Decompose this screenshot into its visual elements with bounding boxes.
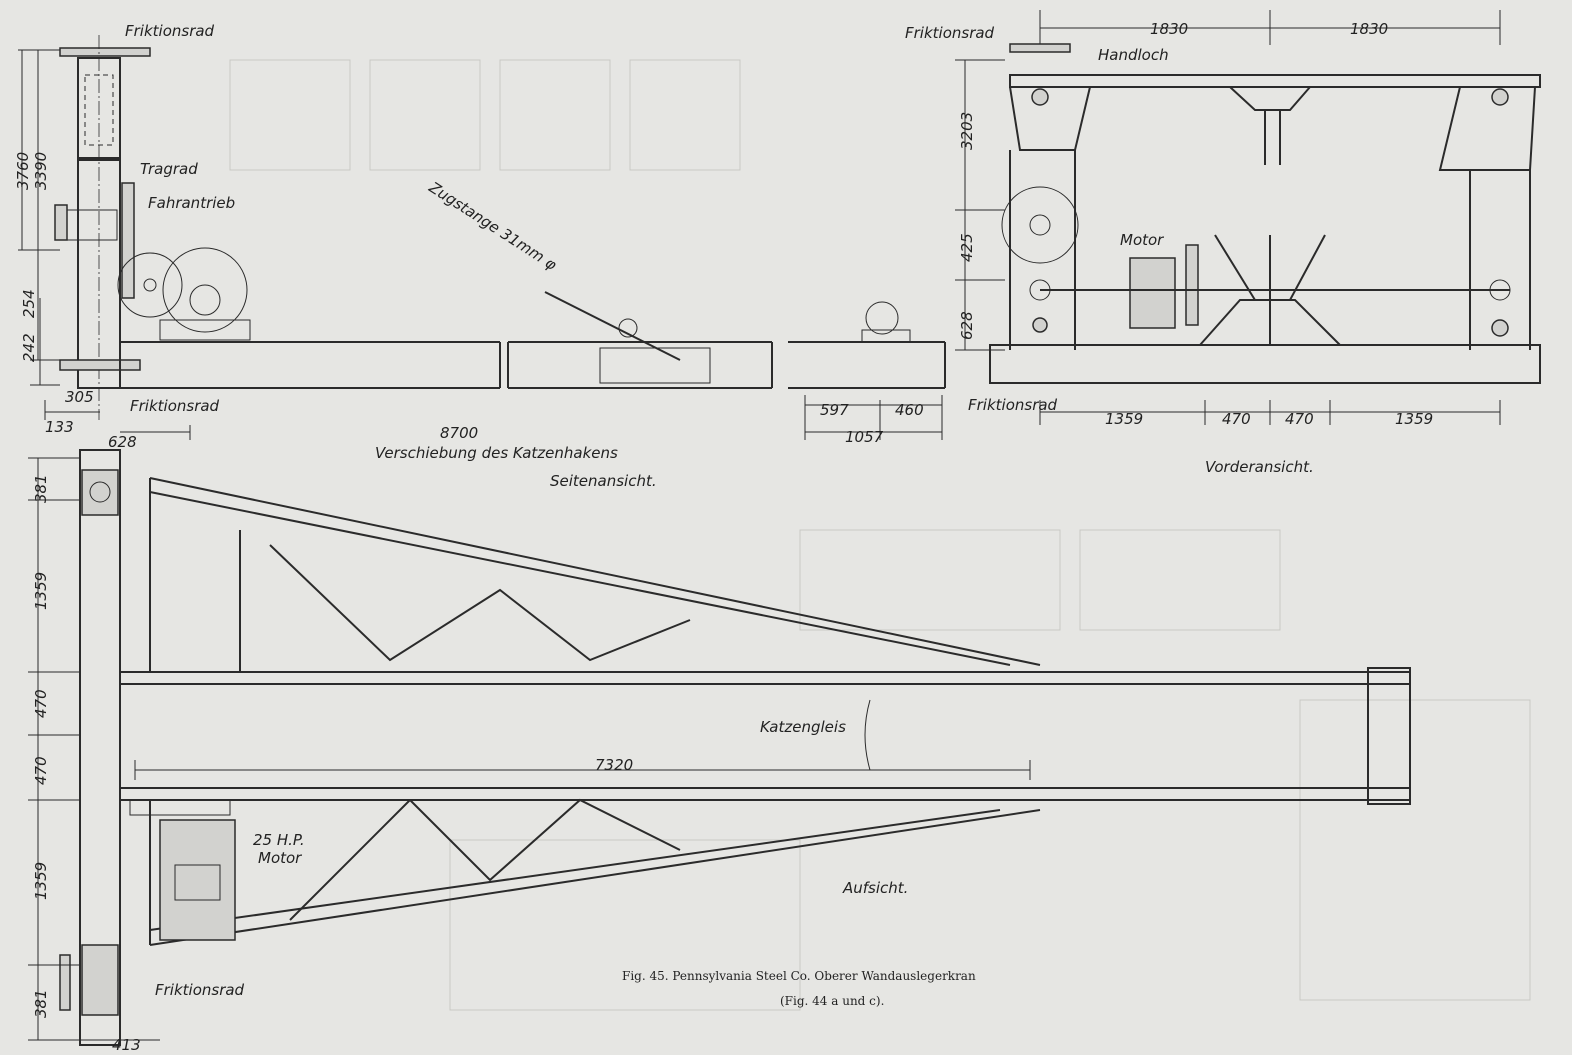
dim-381-bottom: 381 (32, 989, 50, 1018)
dim-3390: 3390 (32, 152, 50, 190)
dim-628: 628 (958, 311, 976, 340)
dim-7320: 7320 (595, 756, 633, 774)
friktionsrad-label: Friktionsrad (155, 981, 245, 999)
friktionsrad-label: Friktionsrad (905, 24, 995, 42)
motor-label: Motor (1120, 231, 1164, 249)
dim-460: 460 (895, 401, 924, 419)
handloch-label: Handloch (1098, 46, 1169, 64)
bleed-through-background (229, 59, 1531, 1011)
friktionsrad-label: Friktionsrad (125, 22, 215, 40)
dim-470-b: 470 (32, 756, 50, 785)
dim-254: 254 (20, 289, 38, 318)
dim-1359-top: 1359 (32, 572, 50, 610)
dim-305: 305 (65, 388, 94, 406)
friktionsrad-bottom-label: Friktionsrad (130, 397, 220, 415)
dim-470-a: 470 (32, 689, 50, 718)
verschiebung-label: Verschiebung des Katzenhakens (375, 444, 618, 462)
dim-413: 413 (112, 1036, 141, 1054)
dim-1359-left: 1359 (1105, 410, 1143, 428)
dim-242: 242 (20, 333, 38, 362)
friktionsrad-bottom-label: Friktionsrad (968, 396, 1058, 414)
seitenansicht-title: Seitenansicht. (550, 472, 657, 490)
figure-caption-reference: (Fig. 44 a und c). (780, 994, 884, 1008)
zugstange-label: Zugstange 31mm φ (425, 178, 560, 274)
motor-label: Motor (258, 849, 302, 867)
dim-381-top: 381 (32, 474, 50, 503)
fahrantrieb-label: Fahrantrieb (148, 194, 235, 212)
tragrad-label: Tragrad (140, 160, 198, 178)
dim-628: 628 (108, 433, 137, 451)
dim-425: 425 (958, 233, 976, 262)
dim-470-right: 470 (1285, 410, 1314, 428)
dim-3203: 3203 (958, 112, 976, 150)
figure-caption: Fig. 45. Pennsylvania Steel Co. Oberer W… (622, 969, 976, 983)
dim-1057: 1057 (845, 428, 884, 446)
motor-hp-label: 25 H.P. (253, 831, 305, 849)
front-view: Friktionsrad Handloch 1830 1830 3203 425… (905, 10, 1541, 476)
dim-1359-right: 1359 (1395, 410, 1433, 428)
katzengleis-label: Katzengleis (760, 718, 846, 736)
aufsicht-title: Aufsicht. (842, 879, 908, 897)
dim-133: 133 (45, 418, 74, 436)
plan-view: 381 1359 470 470 1359 381 413 Katzenglei… (28, 449, 1411, 1054)
dim-470-left: 470 (1222, 410, 1251, 428)
vorderansicht-title: Vorderansicht. (1205, 458, 1314, 476)
dim-1830-right: 1830 (1350, 20, 1388, 38)
dim-1359-bottom: 1359 (32, 862, 50, 900)
dim-1830-left: 1830 (1150, 20, 1188, 38)
dim-597: 597 (820, 401, 849, 419)
dim-8700: 8700 (440, 424, 478, 442)
dim-3760: 3760 (14, 152, 32, 190)
